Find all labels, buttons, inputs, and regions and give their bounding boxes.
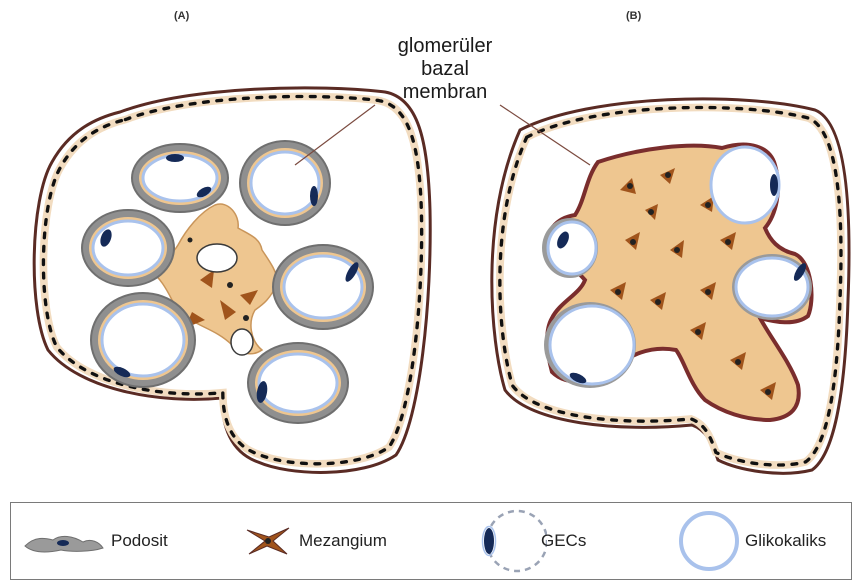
- capillary-loop: [711, 147, 779, 223]
- panel-a-label: (A): [174, 10, 189, 22]
- legend-label: GECs: [541, 531, 586, 551]
- podocyte-icon: [21, 526, 105, 556]
- small-lumen: [231, 329, 253, 355]
- panel-a: [34, 88, 430, 473]
- annotation-line-2: bazal: [370, 58, 520, 81]
- capillary-loop: [132, 144, 228, 212]
- capillary-loop: [248, 343, 348, 423]
- capillary-loop: [240, 141, 330, 225]
- gbm-annotation: glomerüler bazal membran: [370, 35, 520, 104]
- annotation-lines: [295, 105, 590, 165]
- capillary-loop: [732, 254, 812, 320]
- gec-icon: [471, 505, 547, 577]
- annotation-line-1: glomerüler: [370, 35, 520, 58]
- small-lumen: [197, 244, 237, 272]
- legend: Podosit Mezangium GECs Glikokaliks: [10, 502, 852, 580]
- legend-item-glycocalyx: Glikokaliks: [675, 503, 826, 579]
- legend-label: Mezangium: [299, 531, 387, 551]
- legend-item-mesangium: Mezangium: [243, 503, 387, 579]
- legend-item-gecs: GECs: [471, 503, 586, 579]
- panel-b: [492, 99, 849, 473]
- glycocalyx-icon: [675, 507, 743, 575]
- capillary-loop: [544, 302, 636, 388]
- capillary-loop: [273, 245, 373, 329]
- capillary-loop: [82, 210, 174, 286]
- capillary-loop: [91, 293, 195, 387]
- annotation-line-3: membran: [370, 81, 520, 104]
- panel-b-label: (B): [626, 10, 641, 22]
- legend-item-podocyte: Podosit: [21, 503, 168, 579]
- capillary-loop: [542, 218, 598, 278]
- legend-label: Podosit: [111, 531, 168, 551]
- legend-label: Glikokaliks: [745, 531, 826, 551]
- mesangium-icon: [243, 524, 293, 558]
